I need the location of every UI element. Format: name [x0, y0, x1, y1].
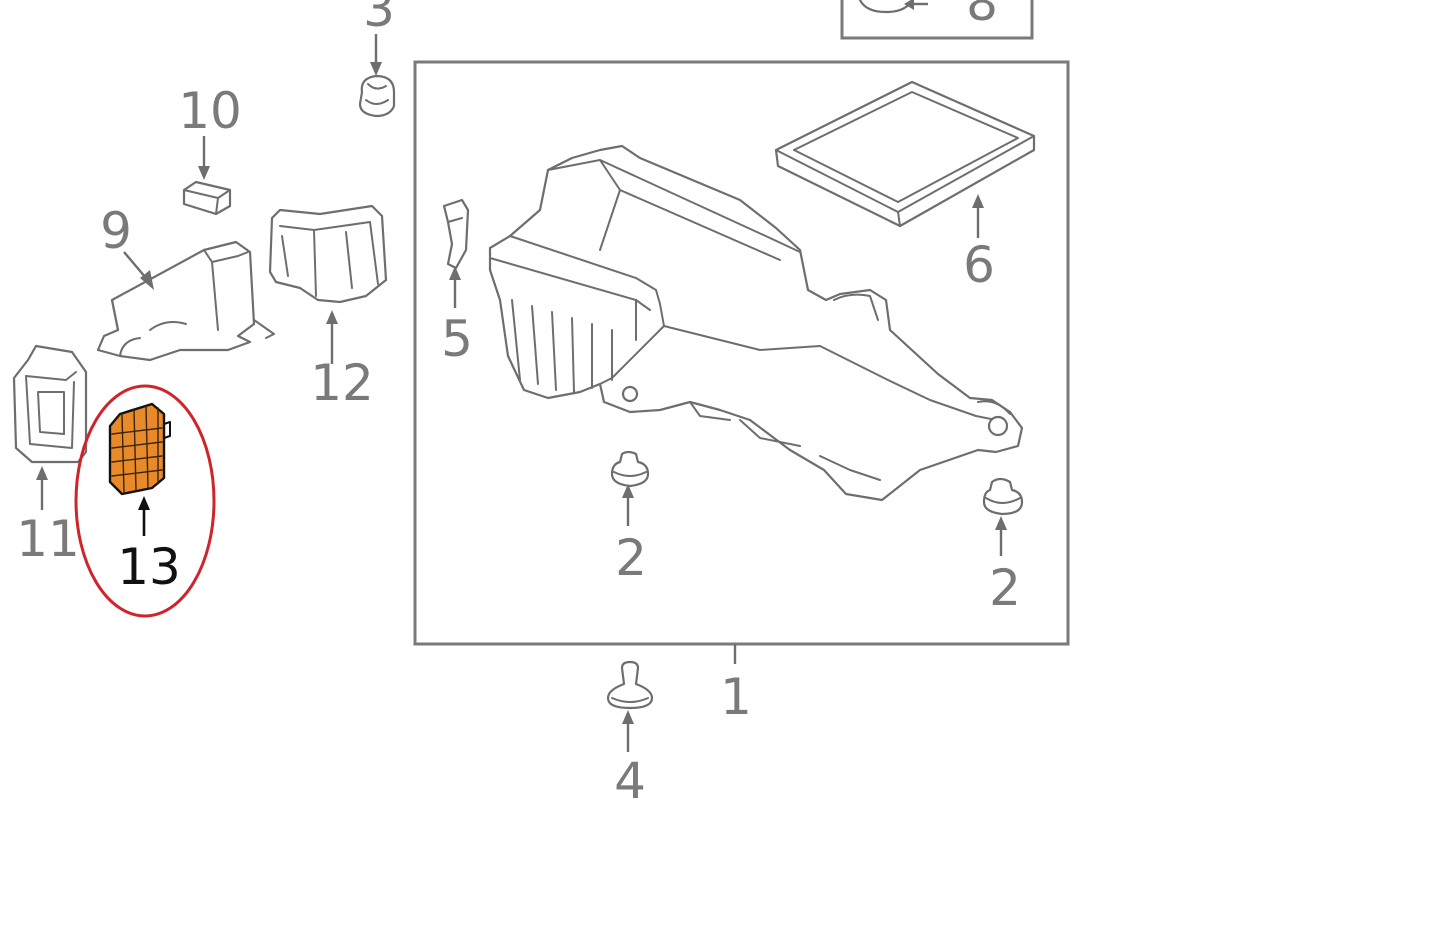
- part-3-grommet: [358, 74, 396, 118]
- callout-12: 12: [310, 354, 374, 412]
- callout-9: 9: [100, 202, 132, 260]
- part-10-block: [182, 180, 232, 216]
- callout-3: 3: [363, 0, 395, 38]
- part-11-frame: [12, 344, 88, 464]
- part-2-grommet-b: [982, 477, 1024, 516]
- part-8-grommet: [858, 0, 914, 14]
- callout-1: 1: [720, 668, 752, 726]
- part-2-grommet-a: [610, 450, 650, 488]
- callout-13: 13: [117, 538, 181, 596]
- callout-10: 10: [178, 82, 242, 140]
- callout-8: 8: [966, 0, 998, 32]
- callout-11: 11: [16, 510, 80, 568]
- part-13-grille: [108, 402, 171, 496]
- callout-4: 4: [614, 752, 646, 810]
- callout-2b: 2: [989, 559, 1021, 617]
- part-1-airbox: [488, 144, 1024, 502]
- assembly-frame: [413, 60, 1070, 646]
- leader-lines: [36, 0, 1007, 752]
- part-5-clip: [442, 198, 470, 270]
- highlight-ring: [74, 384, 216, 618]
- part-4-pin: [606, 660, 654, 710]
- part-8-frame: [840, 0, 1034, 40]
- part-9-duct: [96, 240, 275, 362]
- callout-2a: 2: [615, 529, 647, 587]
- part-6-filter: [774, 80, 1036, 228]
- callout-6: 6: [963, 236, 995, 294]
- callout-5: 5: [441, 310, 473, 368]
- part-12-duct: [268, 204, 388, 304]
